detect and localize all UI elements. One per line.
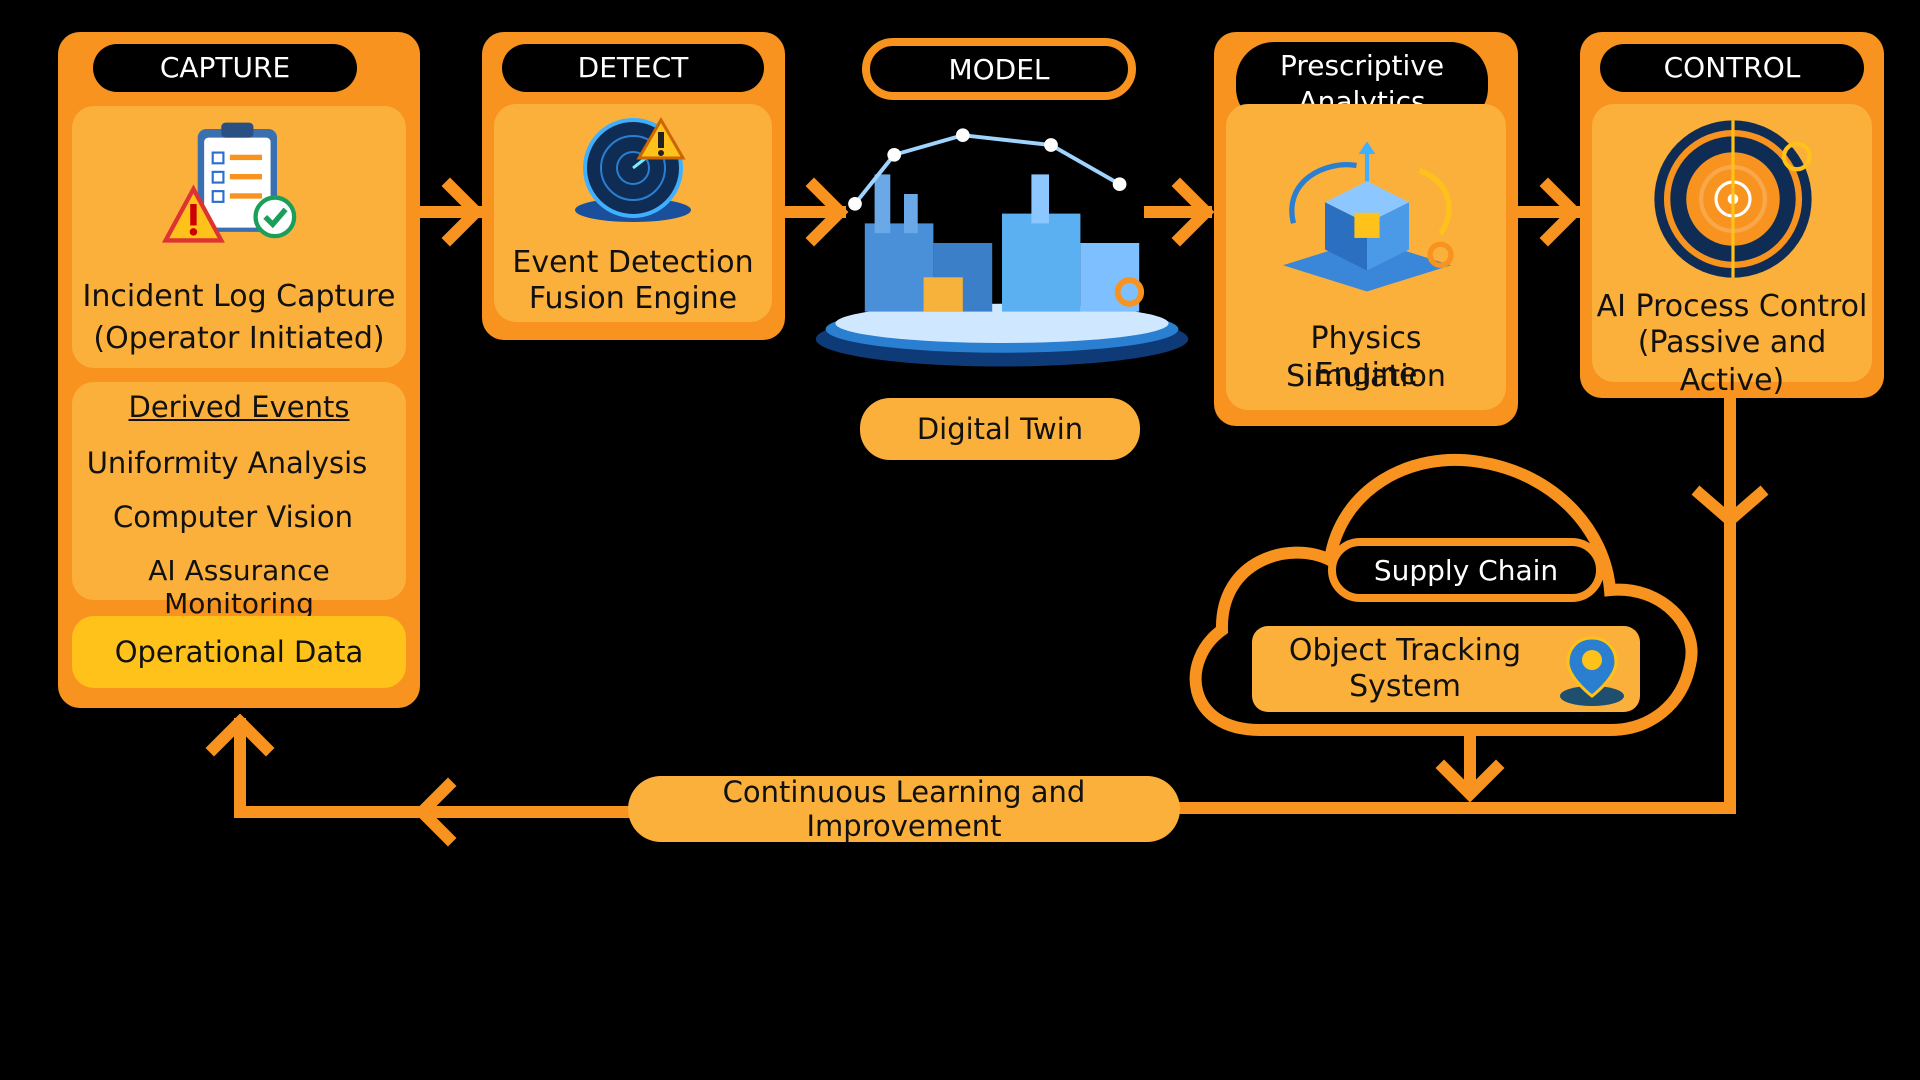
physics-cube-icon — [1283, 141, 1454, 292]
derived-event-item: AI Assurance Monitoring — [148, 554, 330, 620]
continuous-learning-label: Continuous Learning and Improvement — [628, 775, 1180, 843]
incident-log-card: Incident Log Capture (Operator Initiated… — [72, 106, 406, 368]
model-header: MODEL — [862, 38, 1136, 100]
derived-event-item: Uniformity Analysis — [86, 446, 368, 480]
control-header: CONTROL — [1600, 44, 1864, 92]
object-tracking-card: Object Tracking System — [1252, 626, 1640, 712]
event-detection-line2: Fusion Engine — [528, 281, 738, 316]
incident-log-line2: (Operator Initiated) — [93, 321, 385, 356]
clipboard-warning-icon — [161, 122, 297, 243]
loop-line-right — [1174, 392, 1736, 814]
operational-data-card: Operational Data — [72, 616, 406, 688]
detect-header: DETECT — [502, 44, 764, 92]
loop-line-left — [234, 718, 636, 818]
physics-simulation-line1: Physics Simulation — [1286, 321, 1446, 394]
prescriptive-header-line1: Prescriptive — [1279, 49, 1445, 82]
supply-chain-title: Supply Chain — [1328, 538, 1604, 602]
brain-gear-target-icon — [1654, 120, 1812, 278]
ai-process-control-line2: (Passive and Active) — [1637, 325, 1827, 398]
capture-header: CAPTURE — [93, 44, 357, 92]
event-detection-card: Event Detection Fusion Engine — [494, 104, 772, 322]
physics-simulation-card: Physics Simulation Engine — [1226, 104, 1506, 410]
ai-process-control-line1: AI Process Control — [1596, 289, 1868, 324]
object-tracking-line1: Object Tracking — [1288, 633, 1522, 668]
derived-events-card: Derived Events Uniformity Analysis Compu… — [72, 382, 406, 620]
incident-log-line1: Incident Log Capture — [82, 279, 396, 314]
physics-simulation-line2: Engine — [1314, 357, 1418, 392]
object-tracking-line2: System — [1349, 669, 1461, 704]
derived-event-item: Computer Vision — [113, 500, 353, 534]
digital-twin-label: Digital Twin — [860, 398, 1140, 460]
supply-chain-cloud — [1189, 453, 1698, 736]
location-pin-icon — [1560, 636, 1624, 706]
radar-warning-icon — [575, 117, 691, 222]
factory-digital-twin-icon — [815, 128, 1189, 367]
derived-events-title: Derived Events — [128, 390, 350, 424]
ai-process-control-card: AI Process Control (Passive and Active) — [1592, 104, 1872, 398]
event-detection-line1: Event Detection — [512, 245, 754, 280]
